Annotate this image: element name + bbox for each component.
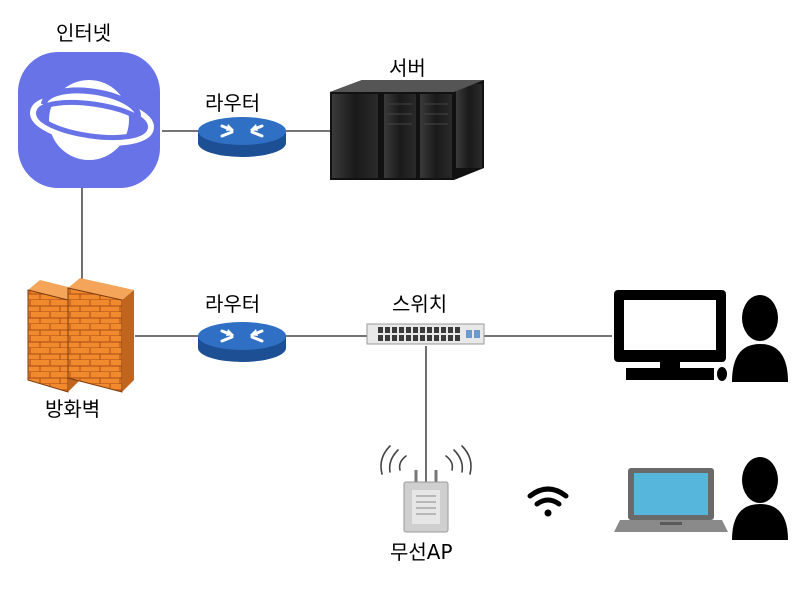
firewall-icon xyxy=(27,278,134,393)
user-icon xyxy=(732,295,788,382)
firewall-label: 방화벽 xyxy=(45,397,101,421)
router-bottom-label: 라우터 xyxy=(205,292,261,316)
internet-label: 인터넷 xyxy=(56,21,112,45)
internet-browser-icon xyxy=(18,52,160,188)
user-icon xyxy=(732,457,788,540)
router-icon xyxy=(198,117,286,157)
router-top-label: 라우터 xyxy=(205,91,261,115)
desktop-computer-icon xyxy=(614,290,727,381)
network-switch-icon xyxy=(366,323,485,345)
server-rack-icon xyxy=(330,80,484,180)
wireless-ap-label: 무선AP xyxy=(390,540,453,564)
router-icon xyxy=(198,322,286,362)
wireless-access-point-icon xyxy=(380,445,472,533)
server-label: 서버 xyxy=(389,56,426,80)
connections xyxy=(81,130,612,482)
wifi-icon xyxy=(527,486,569,517)
laptop-icon xyxy=(614,468,728,532)
switch-label: 스위치 xyxy=(392,292,448,316)
